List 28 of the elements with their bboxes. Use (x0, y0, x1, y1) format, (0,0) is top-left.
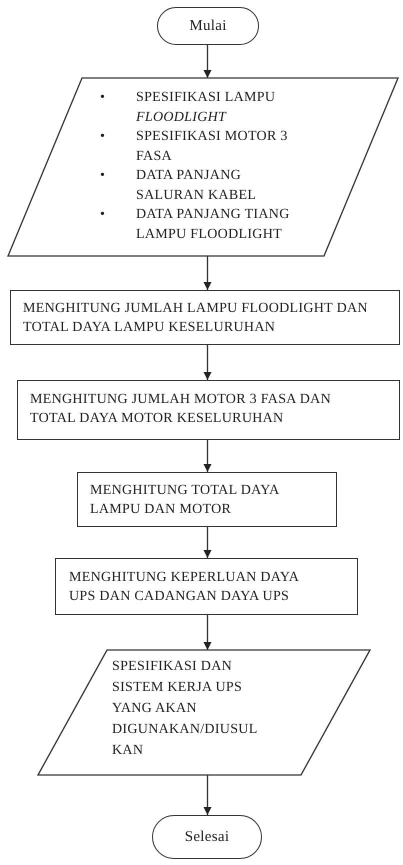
bullet-item: SPESIFIKASI MOTOR 3 FASA (136, 128, 289, 166)
bullet-item: DATA PANJANG TIANG LAMPU FLOODLIGHT (136, 206, 291, 244)
arrow (204, 527, 212, 558)
bullet-mark: • (100, 89, 105, 107)
process-text: MENGHITUNG JUMLAH MOTOR 3 FASA DAN TOTAL DAYA MOTOR KESELURUHAN (30, 391, 332, 428)
terminal-shape (152, 815, 262, 859)
bullet-item: SPESIFIKASI LAMPU FLOODLIGHT (136, 89, 276, 126)
process-box (77, 472, 337, 527)
terminal-label: Mulai (188, 17, 228, 36)
process-text: MENGHITUNG KEPERLUAN DAYA UPS DAN CADANGAN DAYA UPS (69, 569, 300, 606)
terminal-label: Selesai (184, 828, 230, 847)
data-text: SPESIFIKASI DAN SISTEM KERJA UPS YANG AKAN DIGUNAKAN/DIUSUL KAN (112, 658, 258, 760)
process-text: MENGHITUNG TOTAL DAYA LAMPU DAN MOTOR (90, 482, 280, 519)
arrow (204, 345, 212, 380)
bullet-item: DATA PANJANG SALURAN KABEL (136, 167, 258, 204)
terminal-shape (157, 7, 259, 45)
arrow (204, 45, 212, 78)
process-text: MENGHITUNG JUMLAH LAMPU FLOODLIGHT DAN TOTAL DAYA LAMPU KESELURUHAN (23, 300, 369, 337)
process-box (10, 290, 400, 345)
arrow (204, 440, 212, 472)
bullet-mark: • (100, 128, 105, 146)
process-box (17, 380, 400, 440)
arrow (204, 256, 212, 290)
arrow (204, 615, 212, 650)
arrow (204, 775, 212, 815)
bullet-mark: • (100, 206, 105, 224)
process-box (55, 558, 358, 615)
bullet-mark: • (100, 167, 105, 185)
